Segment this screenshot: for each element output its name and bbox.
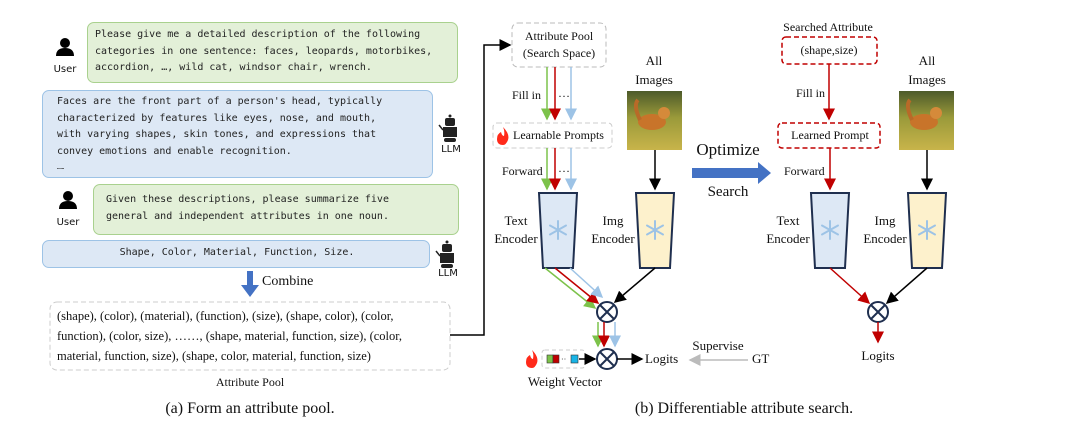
- text-line: All: [645, 53, 663, 68]
- text-line: general and independent attributes in on…: [106, 210, 389, 222]
- text-line: with varying shapes, skin tones, and exp…: [57, 129, 377, 140]
- text-line: material, function, size), (shape, color…: [57, 349, 371, 363]
- text-line: Please give me a detailed description of…: [95, 29, 421, 40]
- attribute-pool-search-space: Attribute Pool (Search Space): [523, 28, 595, 62]
- llm-response-2: Shape, Color, Material, Function, Size.: [42, 240, 430, 268]
- all-images-label: All Images: [635, 51, 673, 89]
- svg-text:··: ··: [561, 355, 566, 364]
- logits-label: Logits: [645, 351, 679, 366]
- connector-arrow: [450, 39, 512, 336]
- llm-label: LLM: [438, 268, 458, 279]
- text-line: Text: [776, 213, 800, 228]
- text-line: accordion, …, wild cat, windsor chair, w…: [95, 62, 372, 73]
- text-line: categories in one sentence: faces, leopa…: [95, 45, 433, 57]
- text-encoder-label: Text Encoder: [494, 212, 537, 248]
- searched-attribute-label: Searched Attribute: [783, 20, 873, 34]
- user-prompt-1: Please give me a detailed description of…: [87, 22, 458, 83]
- text-line: Images: [908, 72, 946, 87]
- img-encoder-label: Img Encoder: [863, 212, 906, 248]
- attribute-pool-label: Attribute Pool: [215, 375, 285, 389]
- attribute-pool-text: (shape), (color), (material), (function)…: [57, 306, 402, 366]
- robot-icon: [438, 113, 458, 143]
- text-line: Shape, Color, Material, Function, Size.: [119, 247, 355, 258]
- fill-in-label: Fill in: [512, 88, 542, 102]
- robot-icon: [435, 239, 455, 269]
- user-prompt-2: Given these descriptions, please summari…: [93, 184, 459, 235]
- otimes-icon: [867, 301, 889, 323]
- fire-icon: [526, 350, 538, 368]
- optimize-arrow: [692, 162, 771, 184]
- logits-label: Logits: [861, 348, 895, 363]
- learned-prompt-label: Learned Prompt: [791, 128, 869, 142]
- weight-vector-label: Weight Vector: [527, 374, 603, 389]
- text-line: Encoder: [591, 231, 635, 246]
- caption-b: (b) Differentiable attribute search.: [634, 400, 854, 417]
- llm-label: LLM: [441, 144, 461, 155]
- fill-in-label: Fill in: [796, 86, 826, 100]
- text-line: function), (color, size), ……, (shape, ma…: [57, 329, 403, 343]
- dog-image: [627, 91, 682, 150]
- searched-attribute-value: (shape,size): [800, 43, 858, 57]
- weight-vector: [541, 349, 586, 369]
- optimize-label: Optimize: [696, 140, 760, 159]
- text-line: (shape), (color), (material), (function)…: [57, 309, 394, 323]
- forward-label: Forward: [784, 164, 825, 178]
- text-line: characterized by features like eyes, nos…: [57, 112, 377, 124]
- user-label: User: [53, 64, 77, 75]
- user-label: User: [56, 217, 80, 228]
- supervise-label: Supervise: [692, 338, 744, 353]
- dog-image: [899, 91, 954, 150]
- combine-label: Combine: [262, 274, 314, 289]
- otimes-icon: [596, 348, 618, 370]
- text-encoder-label: Text Encoder: [766, 212, 809, 248]
- all-images-label: All Images: [908, 51, 946, 89]
- text-line: Encoder: [863, 231, 907, 246]
- user-icon: [59, 191, 77, 209]
- attribute-pool-box: [49, 301, 451, 371]
- text-line: ……: [57, 164, 65, 171]
- text-line: convey emotions and enable recognition.: [57, 145, 292, 157]
- img-encoder-label: Img Encoder: [591, 212, 634, 248]
- forward-label: Forward: [502, 164, 543, 178]
- ellipsis: …: [558, 86, 570, 100]
- text-line: (Search Space): [522, 46, 596, 60]
- user-icon: [56, 38, 74, 56]
- gt-label: GT: [752, 351, 770, 366]
- text-line: Encoder: [766, 231, 810, 246]
- learnable-prompts-label: Learnable Prompts: [513, 128, 604, 142]
- text-line: Images: [635, 72, 673, 87]
- text-line: All: [918, 53, 936, 68]
- combine-arrow: [241, 271, 259, 297]
- caption-a: (a) Form an attribute pool.: [165, 400, 335, 417]
- otimes-icon: [596, 301, 618, 323]
- fire-icon: [497, 127, 509, 145]
- text-line: Img: [602, 213, 624, 228]
- text-line: Text: [504, 213, 528, 228]
- text-line: Encoder: [494, 231, 538, 246]
- llm-response-1: Faces are the front part of a person's h…: [42, 90, 433, 178]
- text-line: Given these descriptions, please summari…: [106, 194, 389, 205]
- search-label: Search: [707, 184, 749, 200]
- text-line: Img: [874, 213, 896, 228]
- ellipsis: …: [558, 161, 570, 175]
- text-line: Attribute Pool: [524, 29, 594, 43]
- text-line: Faces are the front part of a person's h…: [57, 96, 383, 107]
